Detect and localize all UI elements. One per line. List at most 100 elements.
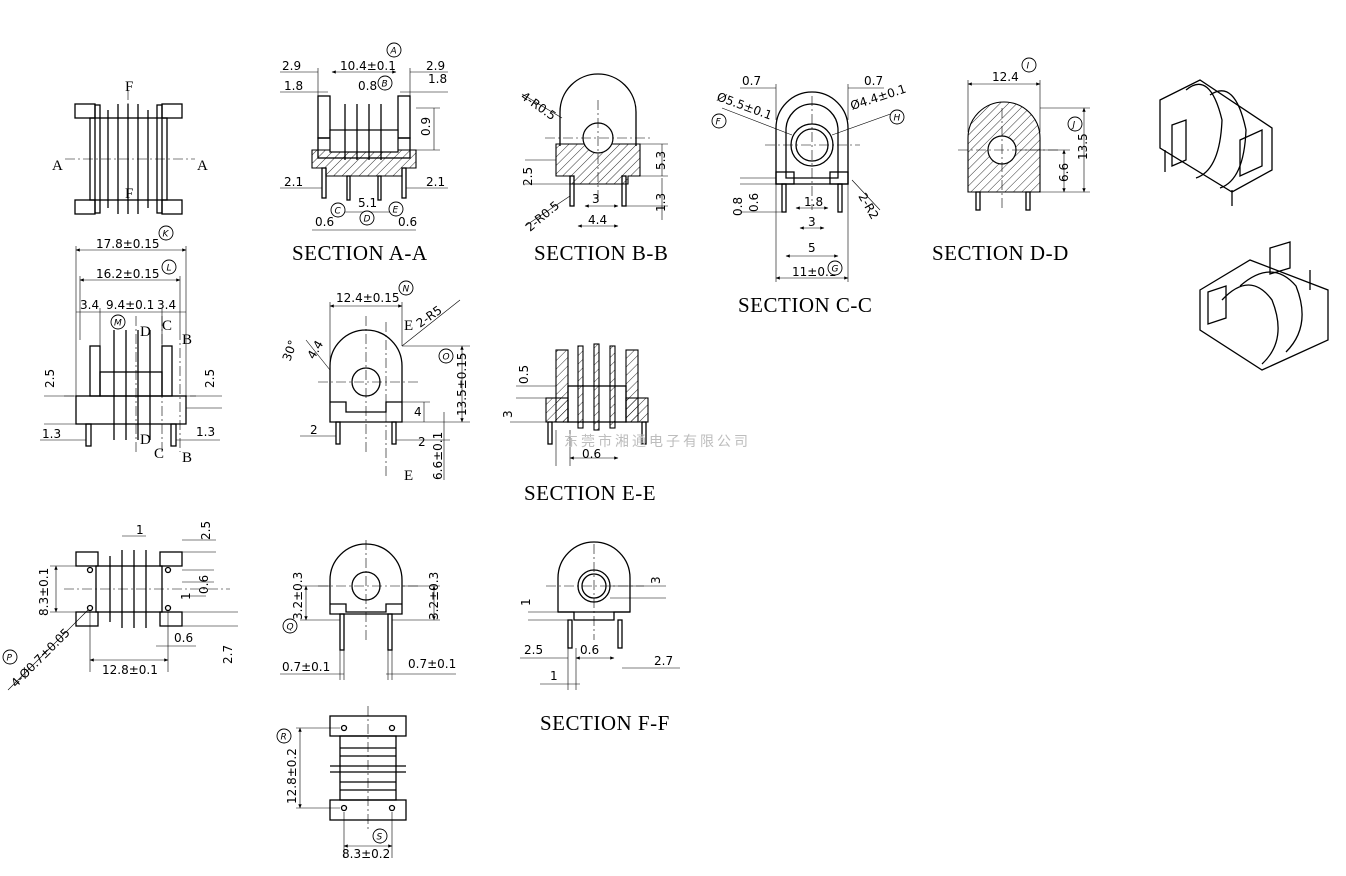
svg-text:H: H [894, 114, 901, 124]
dim-label: 13.5±0.15 [455, 353, 469, 417]
dim-label: 0.6 [197, 575, 211, 594]
svg-text:S: S [377, 833, 383, 843]
dim-label: 1 [136, 523, 144, 537]
bubble-e: E [388, 201, 404, 217]
dim-label: 2.5 [203, 369, 217, 388]
dim-label: 3.2±0.3 [291, 572, 305, 620]
bubble-k: K [158, 225, 174, 241]
svg-text:L: L [167, 264, 172, 274]
bubble-q: Q [282, 618, 298, 634]
bubble-r: R [276, 728, 292, 744]
dim-label: 0.6 [582, 447, 601, 461]
dim-label: 12.4±0.15 [336, 291, 400, 305]
cut-label: D [140, 324, 151, 340]
dim-label: 2.5 [524, 643, 543, 657]
dim-label: 0.7 [742, 74, 761, 88]
dim-label: 3.4 [157, 298, 176, 312]
dim-label: 2-R5 [414, 303, 445, 330]
section-f-f: 3 1 2.5 0.6 2.7 1 SECTION F-F [519, 541, 680, 735]
bubble-b: B [377, 75, 393, 91]
dim-label: 0.6 [747, 193, 761, 212]
dim-label: 2-R0.5 [523, 198, 562, 234]
mid-view: 3.2±0.3 3.2±0.3 0.7±0.1 0.7±0.1 [280, 540, 456, 680]
svg-text:I: I [1027, 62, 1030, 72]
dim-label: 4 [414, 405, 422, 419]
section-e-e: 0.5 3 0.6 SECTION E-E [501, 343, 656, 505]
dim-label: 2.1 [284, 175, 303, 189]
iso-view-2 [1199, 241, 1329, 371]
svg-text:E: E [393, 206, 399, 216]
bubble-c: C [330, 202, 346, 218]
dim-label: 3.4 [80, 298, 99, 312]
cut-label: F [125, 79, 133, 95]
dim-label: 1.3 [196, 425, 215, 439]
bubble-m: M [110, 314, 126, 330]
cut-label: D [140, 432, 151, 448]
dim-label: 0.8 [358, 79, 377, 93]
dim-label: 2.7 [654, 654, 673, 668]
cut-label: A [52, 158, 63, 174]
bubble-d: D [359, 210, 375, 226]
dim-label: 1.3 [654, 193, 668, 212]
svg-text:R: R [281, 733, 287, 743]
dim-label: 0.7±0.1 [408, 657, 456, 671]
dim-label: 5 [808, 241, 816, 255]
bottom-view: 12.8±0.2 8.3±0.2 [285, 706, 407, 861]
dim-label: 9.4±0.1 [106, 298, 154, 312]
dim-label: 2.9 [426, 59, 445, 73]
dim-label: 12.8±0.2 [285, 748, 299, 804]
cut-label: C [154, 446, 164, 462]
dim-label: 1 [179, 592, 193, 600]
cut-label: F [125, 186, 133, 202]
dim-label: 2.5 [43, 369, 57, 388]
dim-label: 1 [550, 669, 558, 683]
dim-label: 2 [418, 435, 426, 449]
svg-text:F: F [716, 118, 722, 128]
cut-label: B [182, 332, 192, 348]
dim-label: 1.8 [284, 79, 303, 93]
dim-label: 3.2±0.3 [427, 572, 441, 620]
section-d-d: 12.4 13.5 6.6 SECTION D-D [932, 70, 1090, 265]
dim-label: 3 [808, 215, 816, 229]
dim-label: 16.2±0.15 [96, 267, 160, 281]
dim-label: 5.1 [358, 196, 377, 210]
iso-view-1 [1159, 79, 1273, 206]
section-title: SECTION D-D [932, 241, 1069, 265]
dim-label: 3 [592, 192, 600, 206]
dim-label: 0.5 [517, 365, 531, 384]
dim-label: 2.5 [199, 521, 213, 540]
watermark: 东莞市湘通电子有限公司 [564, 433, 751, 450]
dim-label: 11±0.1 [792, 265, 836, 279]
bubble-a: A [386, 42, 402, 58]
dim-label: 4-R0.5 [518, 89, 558, 123]
dim-label: 4.4 [588, 213, 607, 227]
bubble-p: P [2, 649, 18, 665]
svg-text:A: A [390, 47, 397, 57]
dim-label: 10.4±0.1 [340, 59, 396, 73]
dim-label: 3 [649, 576, 663, 584]
bubble-l: L [161, 259, 177, 275]
dim-label: 12.4 [992, 70, 1019, 84]
dim-label: 1.8 [804, 195, 823, 209]
dim-label: 0.6 [315, 215, 334, 229]
bubble-o: O [438, 348, 454, 364]
dim-label: 6.6 [1057, 163, 1071, 182]
dim-label: 0.8 [731, 197, 745, 216]
section-title: SECTION B-B [534, 241, 668, 265]
cut-label: E [404, 318, 413, 334]
dim-label: 0.6 [580, 643, 599, 657]
dim-label: 8.3±0.2 [342, 847, 390, 861]
cut-label: C [162, 318, 172, 334]
cut-label: B [182, 450, 192, 466]
dim-label: 0.7±0.1 [282, 660, 330, 674]
dim-label: 4-Ø0.7±0.05 [8, 626, 73, 691]
svg-text:J: J [1071, 121, 1076, 131]
dim-label: 1.8 [428, 72, 447, 86]
dim-label: 17.8±0.15 [96, 237, 160, 251]
top-view-af: F F A A [52, 79, 208, 215]
top-view: 1 2.5 8.3±0.1 0.6 1 0.6 2.7 12.8±0.1 4-Ø… [7, 521, 238, 691]
svg-text:C: C [335, 207, 342, 217]
section-title: SECTION E-E [524, 481, 656, 505]
dim-label: 2.5 [521, 167, 535, 186]
